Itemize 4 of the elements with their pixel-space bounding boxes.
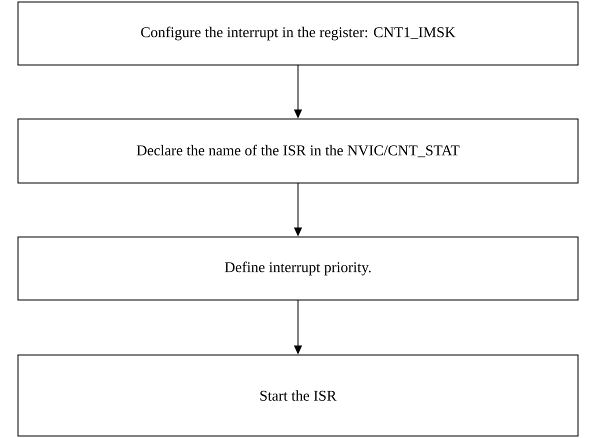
process-box: Declare the name of the ISR in the NVIC/CNT_STAT	[18, 118, 578, 184]
process-box: Start the ISR	[18, 354, 578, 436]
process-box: Configure the interrupt in the register: CNT1_IMSK	[18, 2, 578, 66]
process-box: Define interrupt priority.	[18, 236, 578, 300]
